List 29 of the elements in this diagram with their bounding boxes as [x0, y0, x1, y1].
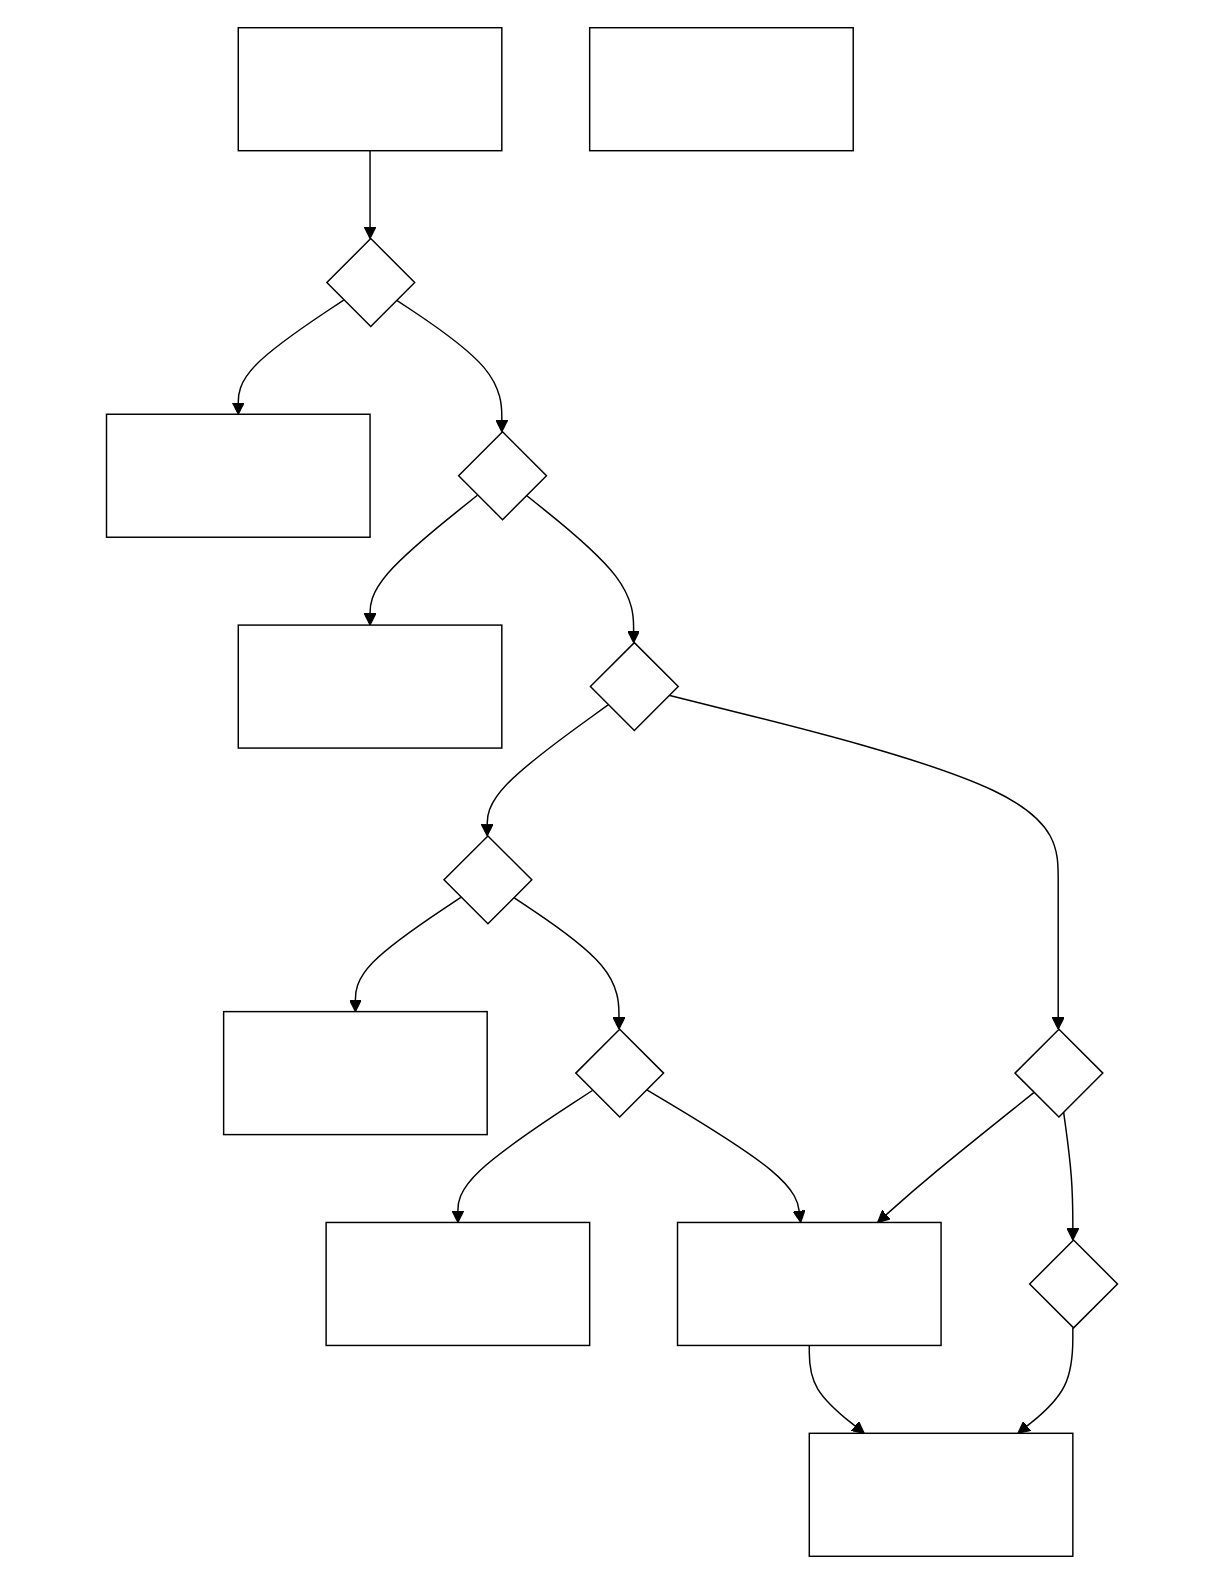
node-box [808, 1432, 1074, 1557]
node-box [237, 624, 503, 749]
arrow [395, 299, 509, 433]
node-diamond [1013, 1028, 1104, 1119]
node-diamond [1028, 1239, 1119, 1329]
arrow [877, 1091, 1035, 1224]
node-diamond [442, 834, 533, 925]
arrow [348, 896, 462, 1013]
node-box [237, 27, 503, 152]
arrow [808, 1344, 865, 1434]
arrow [525, 494, 641, 644]
arrow [512, 896, 626, 1030]
arrow [363, 494, 479, 626]
arrow [645, 1088, 806, 1224]
arrow [668, 694, 1065, 1030]
node-diamond [457, 430, 548, 521]
arrow [1017, 1327, 1074, 1434]
node-diamond [589, 641, 680, 732]
node-box [222, 1010, 488, 1136]
arrow [363, 149, 377, 240]
arrow [231, 299, 345, 415]
node-box [325, 1221, 591, 1347]
node-box [588, 27, 854, 152]
node-diamond [574, 1028, 665, 1119]
node-box [105, 413, 371, 538]
node-box [676, 1221, 942, 1347]
arrow [480, 704, 609, 837]
node-diamond [325, 237, 416, 328]
arrow [451, 1089, 594, 1224]
